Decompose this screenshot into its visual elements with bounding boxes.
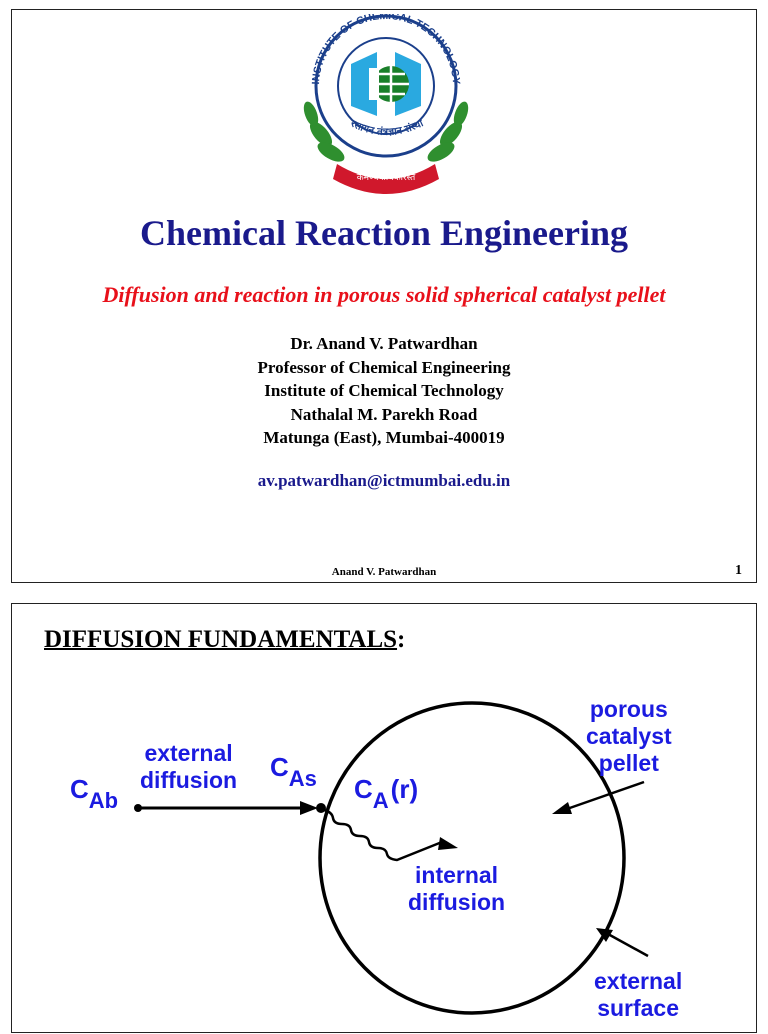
author-block: Dr. Anand V. Patwardhan Professor of Che… [12,332,756,450]
label-internal-diffusion: internal diffusion [408,862,506,915]
slide-footer: Anand V. Patwardhan [331,566,437,578]
logo-motto: कर्मण्येवाधिकारस्ते [357,171,416,183]
pellet-diagram [134,701,649,1015]
author-city: Matunga (East), Mumbai-400019 [263,428,505,447]
title-slide: कर्मण्येवाधिकारस्ते INSTITUTE OF CHEMICA… [11,9,757,583]
slide2-title: DIFFUSION FUNDAMENTALS: [44,626,406,653]
pellet-pointer-arrow [563,780,645,812]
label-c-ab: CAb [70,774,119,814]
author-name: Dr. Anand V. Patwardhan [290,334,478,353]
ict-logo: कर्मण्येवाधिकारस्ते INSTITUTE OF CHEMICA… [303,14,469,194]
catalyst-pellet-circle [318,701,626,1015]
author-email[interactable]: av.patwardhan@ictmumbai.edu.in [257,471,511,490]
laurel-left [303,101,345,162]
surface-pointer-arrow [607,932,649,958]
author-position: Professor of Chemical Engineering [257,357,511,377]
page-number: 1 [735,563,742,578]
slide-title: Chemical Reaction Engineering [140,213,628,253]
label-porous-catalyst-pellet: porous catalyst pellet [586,696,672,776]
surface-point [316,803,326,813]
internal-diffusion-arrow [323,808,443,862]
label-c-as: CAs [270,752,317,792]
label-external-surface: external surface [594,968,683,1021]
diffusion-slide: DIFFUSION FUNDAMENTALS: CAb external dif… [11,603,757,1033]
laurel-right [427,101,469,162]
label-external-diffusion: external diffusion [140,740,238,793]
label-c-a-r: CA(r) [354,774,419,814]
author-road: Nathalal M. Parekh Road [290,404,478,424]
motto-ribbon [333,164,439,194]
slide-subtitle: Diffusion and reaction in porous solid s… [102,282,666,307]
author-institute: Institute of Chemical Technology [264,381,504,400]
